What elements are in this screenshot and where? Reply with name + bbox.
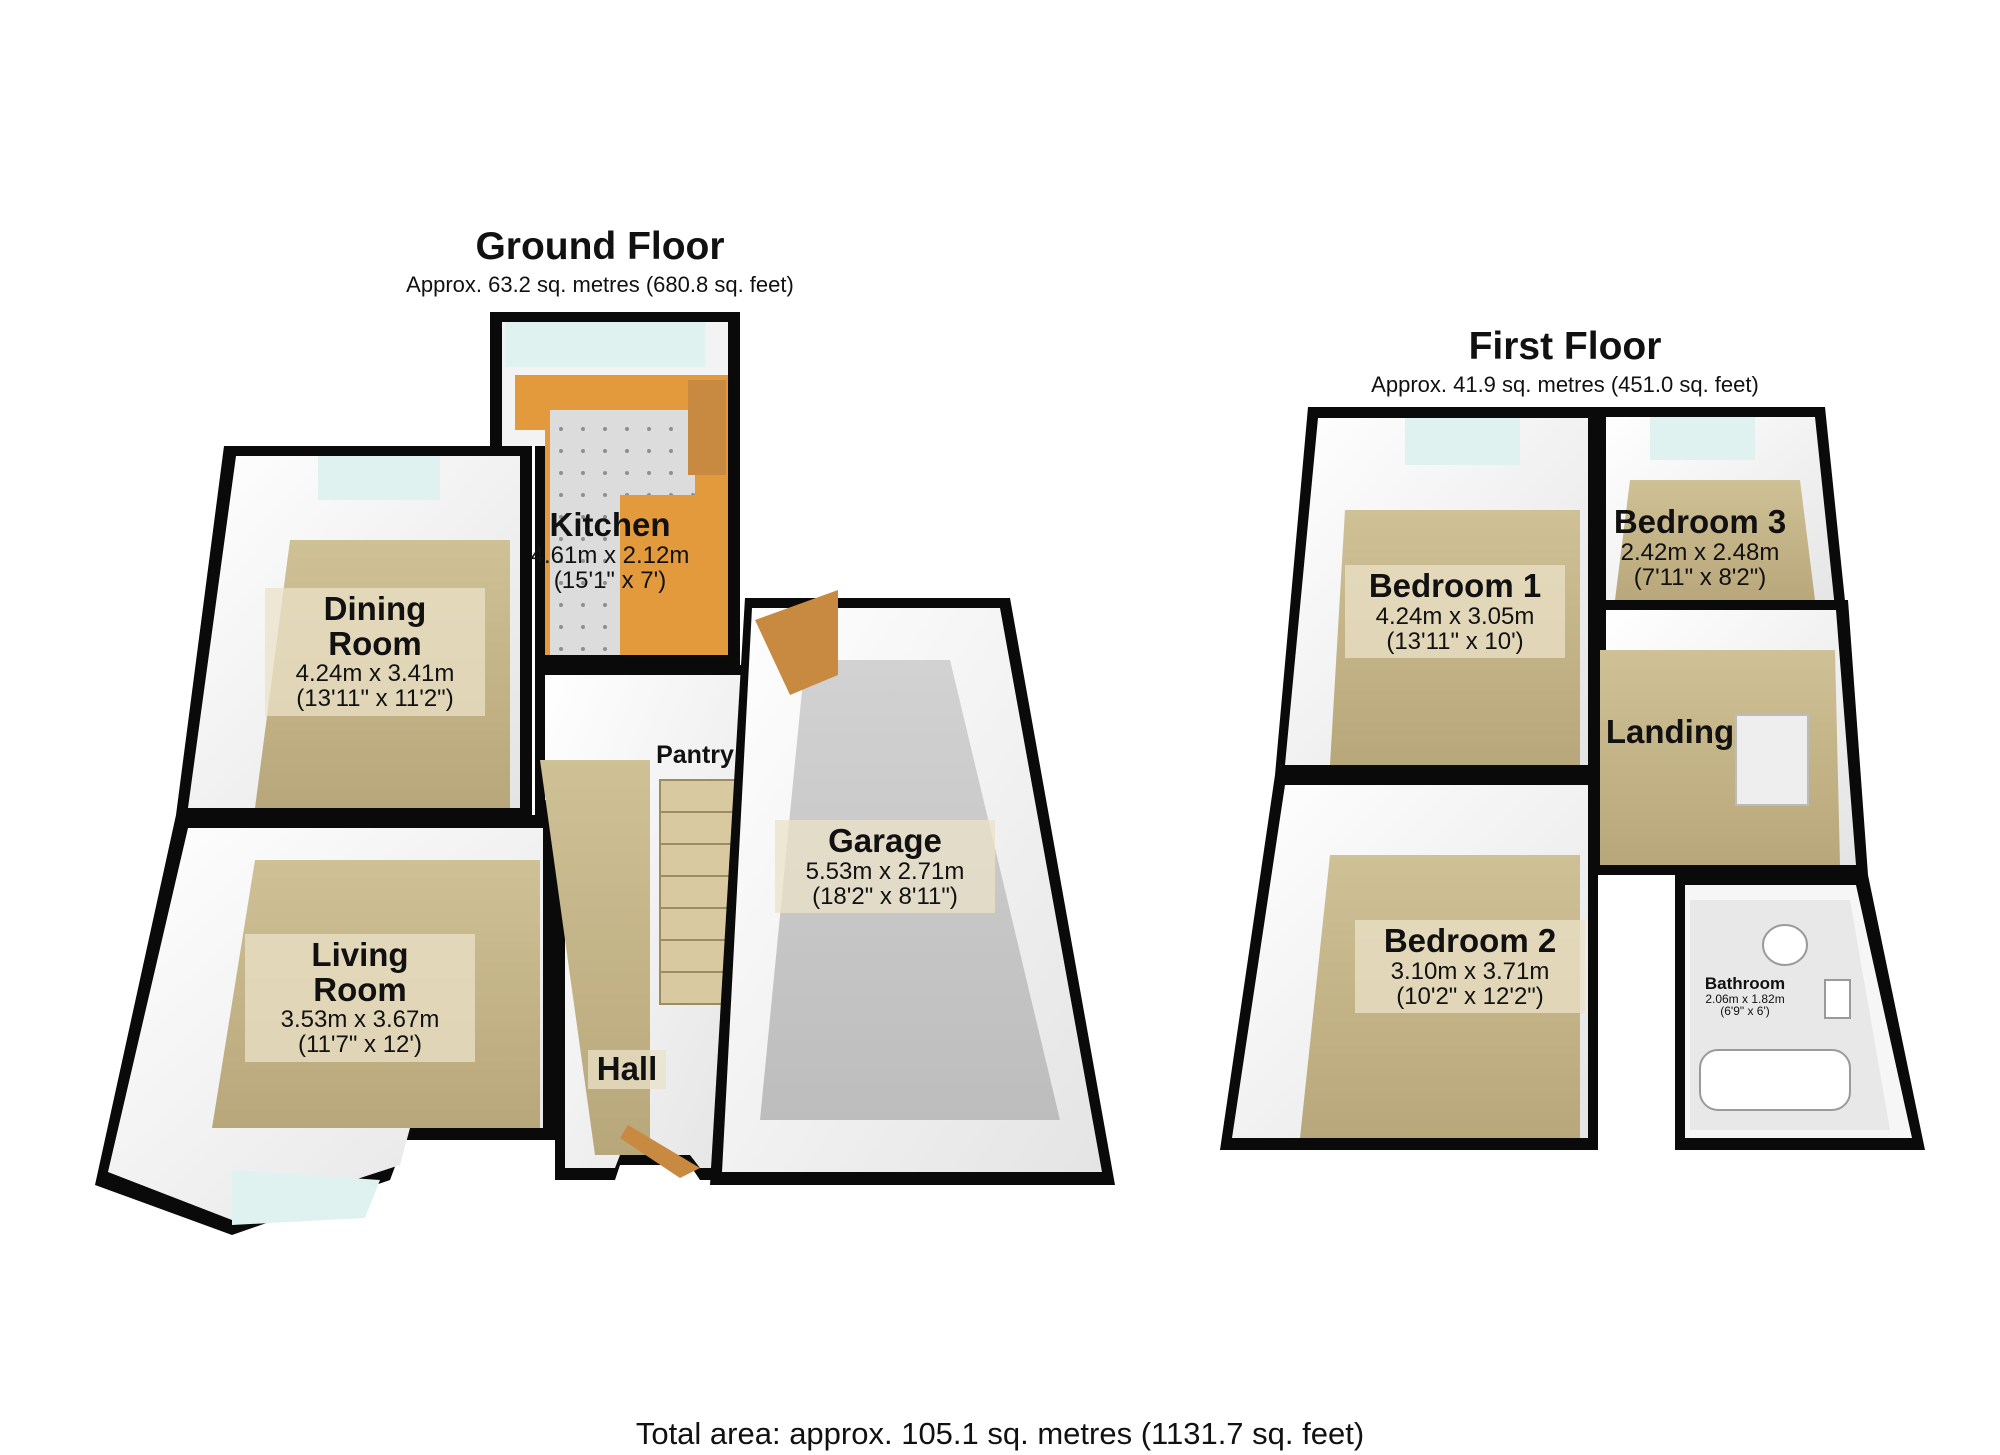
kitchen-window (505, 322, 705, 367)
total-area-caption: Total area: approx. 105.1 sq. metres (11… (635, 1416, 1365, 1451)
hall-name: Hall (596, 1050, 658, 1087)
bathroom-dim-ft: (6'9" x 6') (1720, 1004, 1770, 1019)
landing (1598, 600, 1868, 875)
front-door (620, 1125, 700, 1178)
kitchen-door (688, 380, 726, 475)
ground-floor-plan (95, 312, 1115, 1235)
dining-room-name-1: Dining (323, 590, 427, 627)
bedroom-3-dim-ft: (7'11" x 8'2") (1633, 563, 1767, 591)
landing-name: Landing (1605, 713, 1735, 750)
bedroom-3-name: Bedroom 3 (1613, 503, 1787, 540)
dining-room-label: Dining Room 4.24m x 3.41m (13'11" x 11'2… (265, 588, 485, 716)
bedroom-1-name: Bedroom 1 (1368, 567, 1542, 604)
hall-label: Hall (588, 1050, 666, 1089)
bedroom-3-dim-m: 2.42m x 2.48m (1620, 538, 1780, 566)
living-room-name-2: Room (313, 970, 407, 1008)
garage-name: Garage (828, 822, 942, 859)
kitchen-dim-ft: (15'1" x 7') (553, 566, 667, 594)
garage-label: Garage 5.53m x 2.71m (18'2" x 8'11") (775, 820, 995, 914)
pantry-label: Pantry (650, 741, 740, 769)
dining-window (318, 456, 440, 500)
bedroom-1-dim-m: 4.24m x 3.05m (1375, 602, 1535, 630)
first-floor-area: Approx. 41.9 sq. metres (451.0 sq. feet) (1371, 372, 1759, 397)
bathroom-name: Bathroom (1704, 974, 1786, 993)
bathroom-dim-m: 2.06m x 1.82m (1705, 991, 1785, 1006)
sink (1824, 979, 1851, 1019)
bathroom (1675, 875, 1925, 1150)
living-room-dim-m: 3.53m x 3.67m (280, 1006, 440, 1034)
bathroom-label: Bathroom 2.06m x 1.82m (6'9" x 6') (1690, 975, 1800, 1018)
dining-room-name-2: Room (328, 624, 422, 662)
kitchen-name: Kitchen (549, 506, 671, 543)
living-room-dim-ft: (11'7" x 12') (298, 1031, 422, 1059)
bedroom-2-dim-ft: (10'2" x 12'2") (1396, 982, 1544, 1010)
bedroom-1-dim-ft: (13'11" x 10') (1386, 627, 1524, 655)
bedroom-1-label: Bedroom 1 4.24m x 3.05m (13'11" x 10') (1345, 565, 1565, 659)
bedroom-3-window (1650, 417, 1755, 460)
garage-dim-m: 5.53m x 2.71m (805, 857, 965, 885)
bedroom-2-dim-m: 3.10m x 3.71m (1390, 957, 1550, 985)
bedroom-1-window (1405, 418, 1520, 465)
living-room-label: Living Room 3.53m x 3.67m (11'7" x 12') (245, 934, 475, 1062)
ground-floor-title: Ground Floor (475, 225, 725, 268)
dining-room-dim-m: 4.24m x 3.41m (295, 660, 455, 688)
dining-room-dim-ft: (13'11" x 11'2") (296, 685, 454, 713)
bedroom-3-label: Bedroom 3 2.42m x 2.48m (7'11" x 8'2") (1600, 503, 1800, 591)
living-room-name-1: Living (311, 936, 409, 973)
first-floor-plan (1220, 407, 1925, 1150)
pantry-name: Pantry (656, 741, 734, 769)
kitchen (490, 312, 740, 665)
garage-dim-ft: (18'2" x 8'11") (812, 882, 958, 910)
first-floor-title: First Floor (1468, 325, 1662, 368)
kitchen-dim-m: 4.61m x 2.12m (530, 541, 690, 569)
ground-floor-area: Approx. 63.2 sq. metres (680.8 sq. feet) (406, 272, 794, 297)
kitchen-tiled-floor (550, 410, 695, 655)
kitchen-label: Kitchen 4.61m x 2.12m (15'1" x 7') (520, 506, 700, 594)
bedroom-2-label: Bedroom 2 3.10m x 3.71m (10'2" x 12'2") (1355, 920, 1585, 1014)
landing-label: Landing (1595, 713, 1745, 750)
living-bay-window (232, 1170, 380, 1225)
bedroom-3 (1598, 407, 1848, 630)
bath-tub (1699, 1049, 1851, 1111)
garage-door (755, 590, 838, 695)
bedroom-2-name: Bedroom 2 (1383, 922, 1557, 959)
landing-stair-rail (1735, 714, 1809, 806)
toilet (1762, 924, 1808, 966)
